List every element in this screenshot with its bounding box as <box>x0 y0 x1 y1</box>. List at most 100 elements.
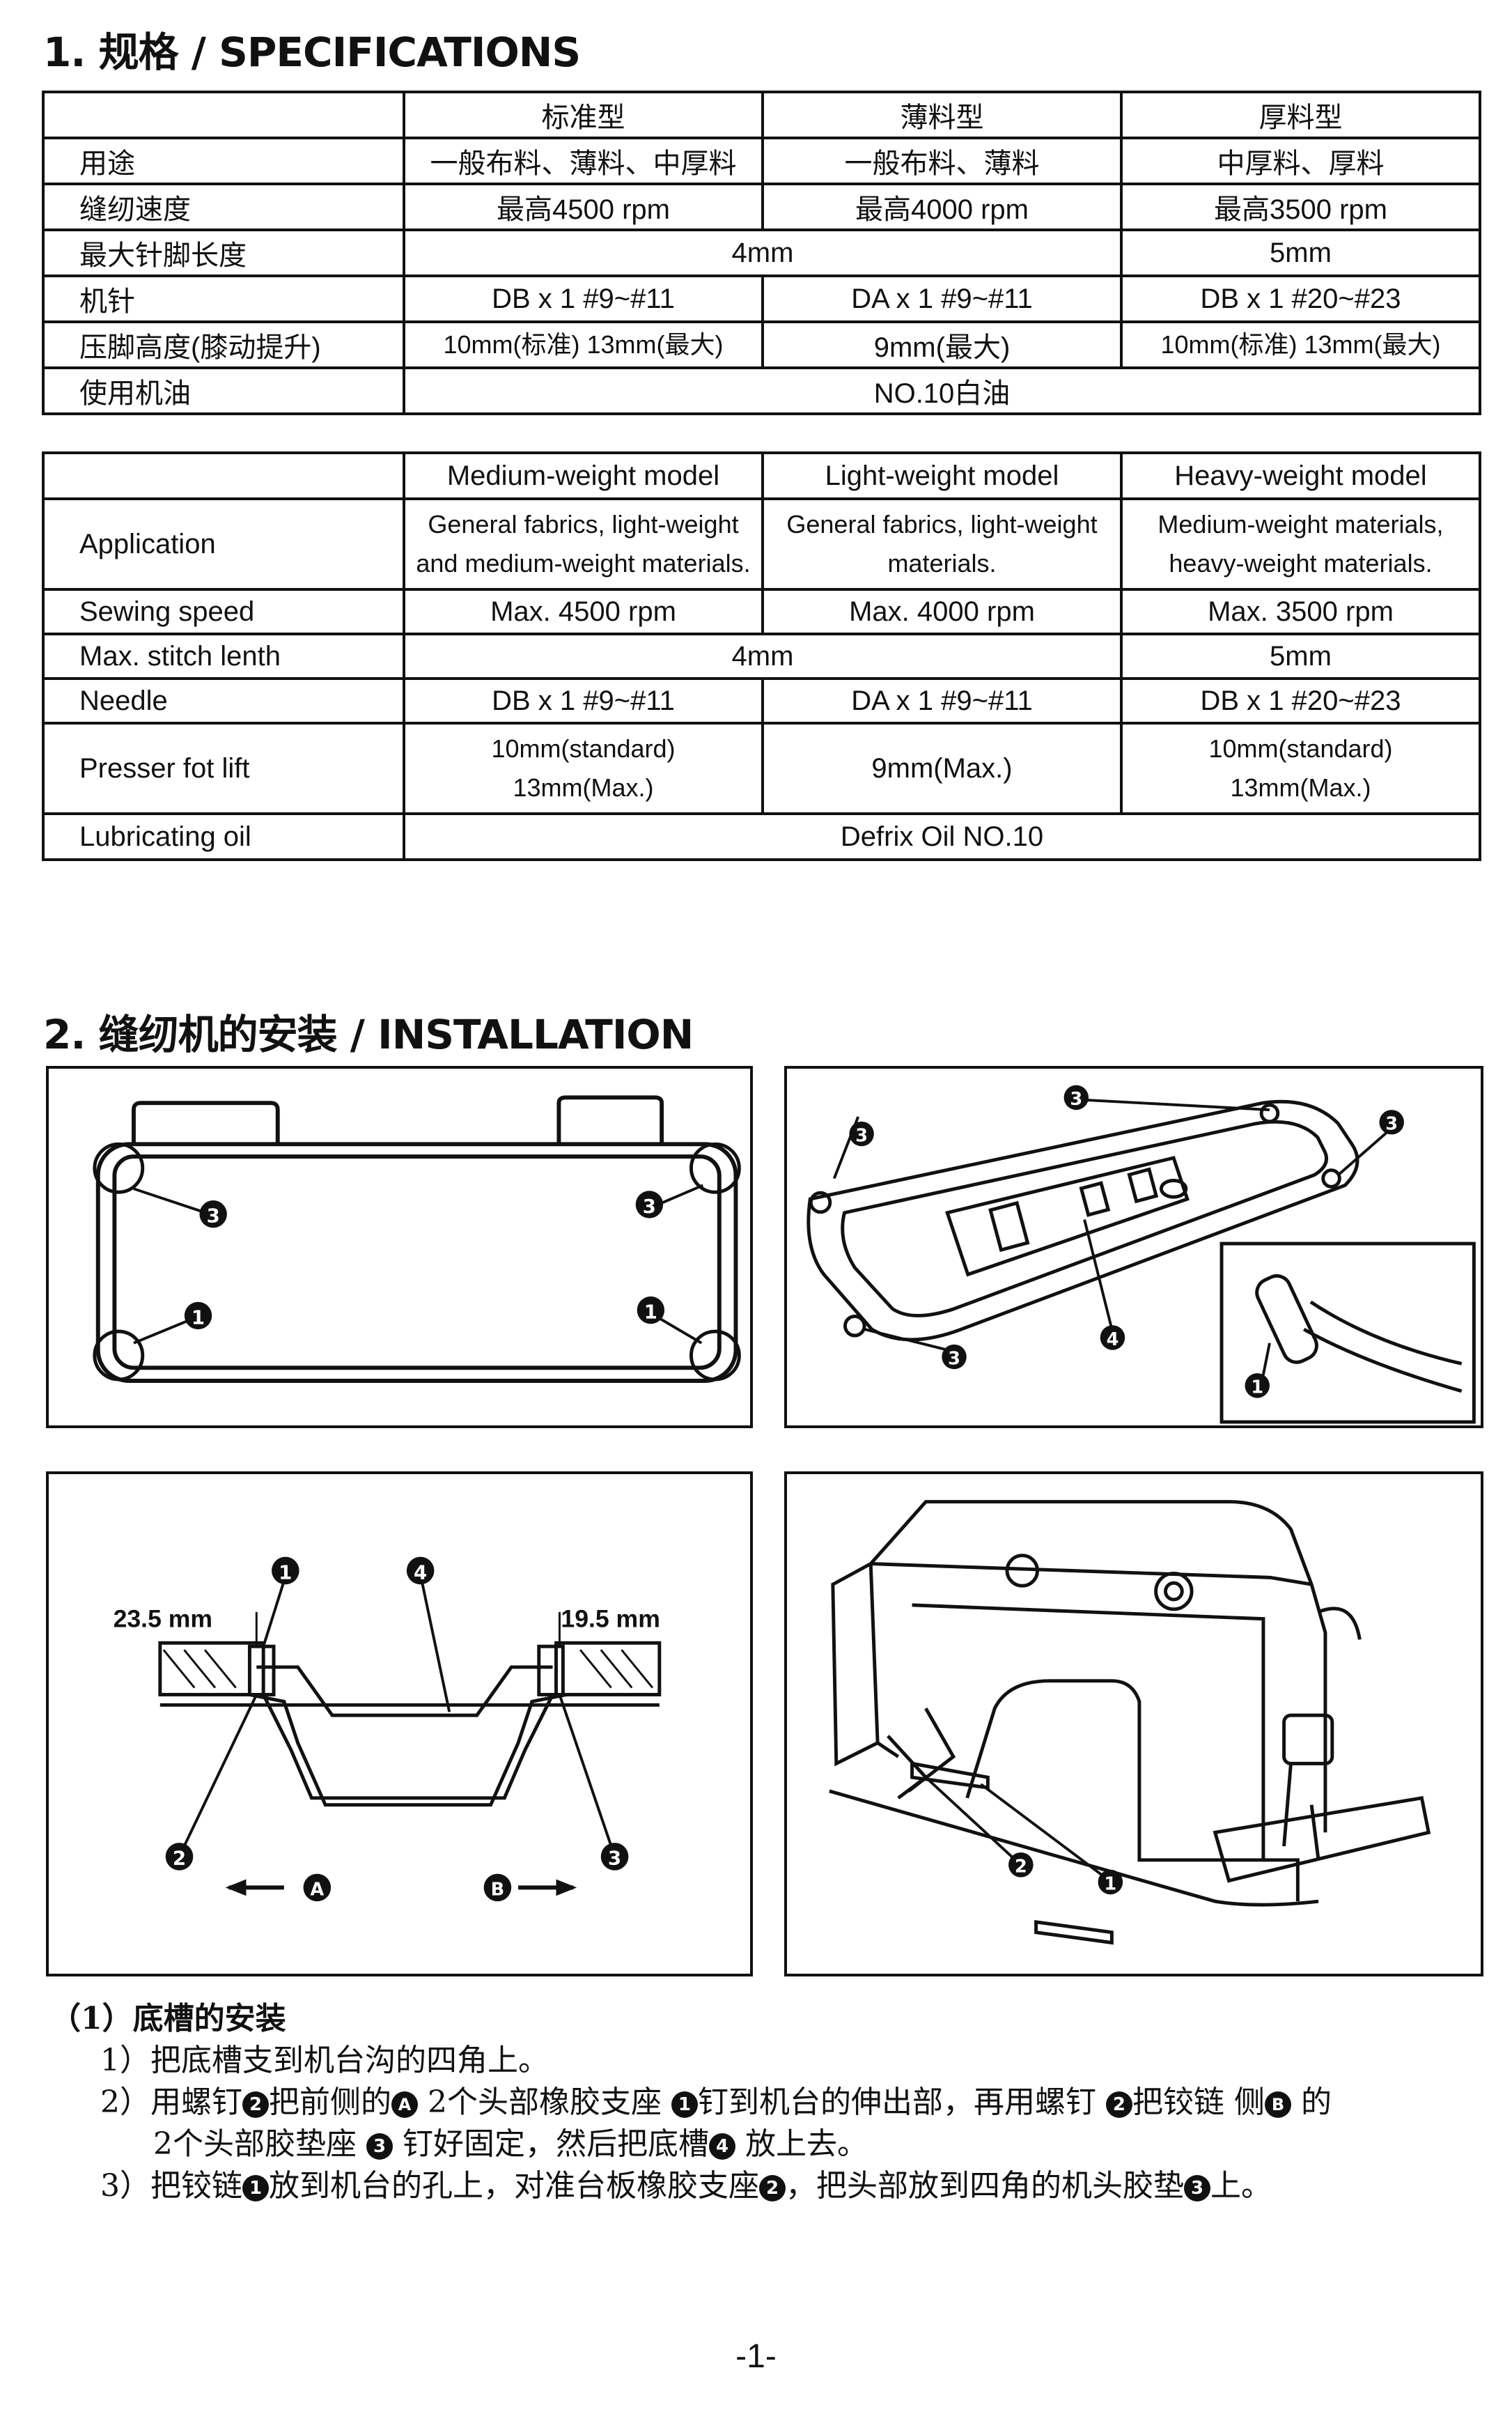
svg-text:1: 1 <box>279 1561 292 1584</box>
table-cell: General fabrics, light-weight and medium-… <box>403 497 764 591</box>
badge-4: 4 <box>1100 1325 1125 1350</box>
step-text: 2个头部胶垫座 <box>153 2126 366 2162</box>
col-header: Heavy-weight model <box>1120 451 1481 500</box>
row-label: 最大针脚长度 <box>42 229 405 277</box>
table-cell: 9mm(Max.) <box>761 722 1123 815</box>
step-text: 钉到机台的伸出部，再用螺钉 <box>697 2084 1106 2120</box>
badge-1-inline: 1 <box>242 2174 269 2201</box>
svg-text:3: 3 <box>1070 1089 1082 1110</box>
row-label: Needle <box>42 677 405 725</box>
table-cell: 10mm(标准) 13mm(最大) <box>1120 320 1481 369</box>
table-cell: 4mm <box>403 229 1123 277</box>
cross-section-drawing: 23.5 mm 19.5 mm 1 <box>114 1556 662 1902</box>
step-text: 3）把铰链 <box>100 2168 242 2204</box>
step-text: 上。 <box>1210 2168 1272 2204</box>
badge-a-inline: A <box>391 2091 418 2118</box>
badge-2: 2 <box>1008 1852 1034 1878</box>
badge-2: 2 <box>165 1843 194 1871</box>
badge-3-inline: 3 <box>366 2133 393 2160</box>
svg-text:1: 1 <box>1104 1873 1116 1894</box>
badge-1: 1 <box>637 1296 665 1324</box>
badge-1: 1 <box>272 1556 299 1585</box>
table-corner <box>42 451 405 500</box>
table-cell: 5mm <box>1120 229 1481 277</box>
badge-1: 1 <box>184 1301 212 1330</box>
pan-perspective-drawing: 3 3 3 3 4 1 <box>806 1085 1476 1424</box>
step-text: 放到机台的孔上，对准台板橡胶支座 <box>269 2168 759 2204</box>
svg-text:3: 3 <box>1385 1114 1398 1135</box>
table-cell: 10mm(standard) 13mm(Max.) <box>403 722 764 815</box>
badge-4-inline: 4 <box>708 2133 735 2160</box>
svg-text:3: 3 <box>948 1348 960 1369</box>
cell-line: 10mm(standard) <box>491 734 676 763</box>
figure-machine-head: 2 1 <box>784 1471 1483 1976</box>
row-label: Application <box>42 497 405 591</box>
col-header: 薄料型 <box>761 91 1123 139</box>
badge-2-inline: 2 <box>242 2091 269 2118</box>
svg-text:4: 4 <box>414 1561 427 1584</box>
row-label: 机针 <box>42 274 405 323</box>
row-label: Sewing speed <box>42 588 405 635</box>
svg-text:A: A <box>310 1879 324 1900</box>
table-cell: DA x 1 #9~#11 <box>761 677 1123 725</box>
col-header: Light-weight model <box>761 451 1123 500</box>
badge-3-inline: 3 <box>1184 2174 1210 2201</box>
badge-b-inline: B <box>1264 2091 1291 2118</box>
dim-right-label: 19.5 mm <box>561 1605 660 1633</box>
table-cell: Medium-weight materials,heavy-weight mat… <box>1120 497 1481 591</box>
instructions-title: （1）底槽的安装 <box>50 2001 286 2036</box>
svg-text:3: 3 <box>643 1195 656 1218</box>
table-cell: 9mm(最大) <box>761 320 1123 369</box>
col-header: 标准型 <box>403 91 764 139</box>
table-cell: Max. 4500 rpm <box>403 588 764 635</box>
table-cell: 5mm <box>1120 633 1481 680</box>
badge-1-inline: 1 <box>671 2091 698 2118</box>
col-header: Medium-weight model <box>403 451 764 500</box>
step-text: 把铰链 侧 <box>1132 2084 1265 2120</box>
row-label: 压脚高度(膝动提升) <box>42 320 405 369</box>
badge-3: 3 <box>199 1200 227 1228</box>
table-cell: 10mm(标准) 13mm(最大) <box>403 320 764 369</box>
table-cell: 一般布料、薄料 <box>761 137 1123 185</box>
svg-text:4: 4 <box>1107 1329 1119 1350</box>
machine-head-drawing: 2 1 <box>829 1500 1431 1945</box>
table-cell: 中厚料、厚料 <box>1120 137 1481 185</box>
badge-2-inline: 2 <box>1105 2091 1132 2118</box>
svg-text:2: 2 <box>1015 1857 1027 1878</box>
figure-cross-section: 23.5 mm 19.5 mm 1 <box>46 1471 753 1976</box>
badge-3: 3 <box>600 1843 629 1871</box>
figure-pan-top-view: 3 3 1 1 <box>46 1066 753 1428</box>
badge-3: 3 <box>1063 1085 1089 1110</box>
badge-3: 3 <box>1379 1110 1404 1135</box>
cell-line: and medium-weight materials. <box>416 549 751 578</box>
step-text: 钉好固定，然后把底槽 <box>392 2126 709 2162</box>
direction-b-badge: B <box>483 1873 512 1902</box>
table-cell: NO.10白油 <box>403 366 1481 415</box>
section1-title: 1. 规格 / SPECIFICATIONS <box>43 29 581 76</box>
step-text: 的 <box>1291 2084 1332 2120</box>
table-cell: Max. 4000 rpm <box>761 588 1123 635</box>
table-cell: 10mm(standard)13mm(Max.) <box>1120 722 1481 815</box>
cell-line: General fabrics, light-weight <box>786 510 1098 539</box>
svg-text:3: 3 <box>207 1205 220 1228</box>
cell-line: heavy-weight materials. <box>1169 549 1433 578</box>
cell-line: General fabrics, light-weight <box>428 510 739 539</box>
cell-line: 13mm(Max.) <box>513 773 654 802</box>
svg-text:B: B <box>491 1879 505 1900</box>
table-corner <box>42 91 405 139</box>
row-label: 缝纫速度 <box>42 183 405 231</box>
section2-title: 2. 缝纫机的安装 / INSTALLATION <box>43 1011 694 1058</box>
svg-text:1: 1 <box>192 1306 205 1329</box>
badge-1: 1 <box>1245 1373 1270 1398</box>
svg-text:3: 3 <box>608 1847 621 1870</box>
step-text: ，把头部放到四角的机头胶垫 <box>786 2168 1184 2204</box>
row-label: Lubricating oil <box>42 812 405 861</box>
inset-hinge-detail <box>1219 1241 1476 1424</box>
table-cell: DB x 1 #9~#11 <box>403 677 764 725</box>
spec-table-cn: 标准型 薄料型 厚料型 用途 一般布料、薄料、中厚料 一般布料、薄料 中厚料、厚… <box>42 91 1481 415</box>
svg-text:2: 2 <box>173 1847 186 1870</box>
step-text: 2）用螺钉 <box>100 2084 242 2120</box>
row-label: Presser fot lift <box>42 722 405 815</box>
instruction-step-1: 1）把底槽支到机台沟的四角上。 <box>100 2043 549 2078</box>
